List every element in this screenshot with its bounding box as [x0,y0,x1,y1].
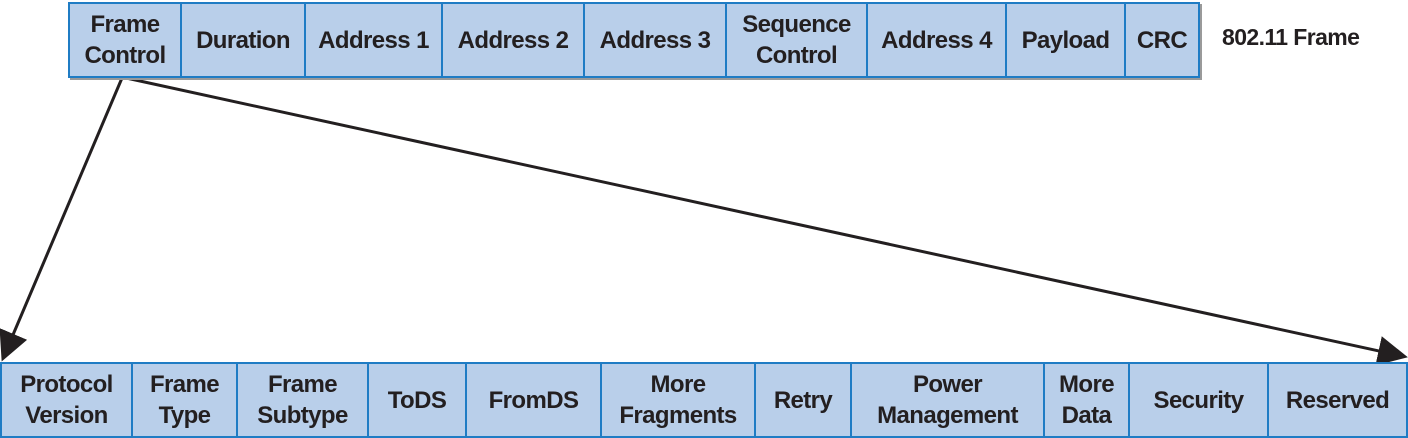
field-frame-type: Frame Type [133,364,238,436]
field-tods: ToDS [369,364,467,436]
arrow-right [125,76,1408,366]
field-fromds: FromDS [467,364,602,436]
field-security: Security [1130,364,1269,436]
field-address-3: Address 3 [585,4,727,76]
field-power-management: Power Management [852,364,1045,436]
field-crc: CRC [1136,26,1188,54]
field-protocol-version: Protocol Version [2,364,133,436]
frame-control-row: Protocol Version Frame Type Frame Subtyp… [0,362,1408,438]
field-frame-control: Frame Control [70,4,182,76]
field-frame-subtype: Frame Subtype [238,364,369,436]
field-address-1: Address 1 [306,4,443,76]
field-retry: Retry [756,364,852,436]
field-duration: Duration [182,4,306,76]
field-payload: Payload [1007,4,1126,76]
field-reserved: Reserved [1285,386,1390,414]
field-sequence-control: Sequence Control [727,4,868,76]
frame-row: Frame Control Duration Address 1 Address… [68,2,1200,78]
field-address-4: Address 4 [868,4,1007,76]
field-more-data: More Data [1045,364,1130,436]
arrow-left [0,77,124,362]
field-address-2: Address 2 [443,4,585,76]
field-more-fragments: More Fragments [602,364,756,436]
frame-label: 802.11 Frame [1222,24,1360,50]
